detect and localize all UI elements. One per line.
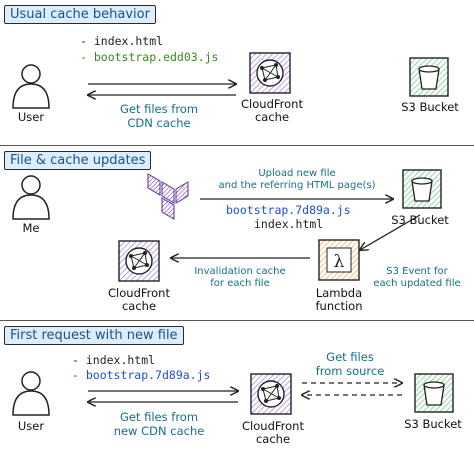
file-index-html: index.html (254, 217, 324, 231)
file-index-html: - index.html (80, 34, 164, 48)
lambda-icon: λ (318, 239, 360, 281)
cloudfront-label: CloudFront cache (242, 419, 304, 446)
file-bootstrap-old: - bootstrap.edd03.js (80, 50, 219, 64)
section-divider (0, 320, 474, 321)
cloudfront-icon (250, 373, 292, 415)
actor-user-label: User (17, 419, 45, 433)
note-upload: Upload new file and the referring HTML p… (218, 168, 376, 191)
terraform-icon (147, 173, 189, 220)
cloudfront-label: CloudFront cache (241, 97, 303, 124)
file-bootstrap-new: bootstrap.7d89a.js (226, 203, 351, 217)
actor-user-label: User (17, 110, 45, 124)
lambda-label: Lambda function (315, 286, 363, 313)
s3-bucket-label: S3 Bucket (401, 100, 459, 114)
note-get-files-source: Get files from source (315, 350, 385, 378)
section-divider (0, 145, 474, 146)
s3-event-arrow (360, 214, 421, 250)
person-icon (12, 64, 50, 109)
file-bootstrap-new: - bootstrap.7d89a.js (72, 368, 211, 382)
note-invalidation: Invalidation cache for each file (194, 266, 286, 289)
cloudfront-icon (118, 240, 160, 282)
person-icon (12, 175, 50, 220)
actor-me-label: Me (22, 221, 40, 235)
section-header-first: First request with new file (4, 326, 184, 345)
section-header-updates: File & cache updates (4, 151, 152, 170)
note-s3-event: S3 Event for each updated file (373, 266, 461, 289)
s3-bucket-icon (402, 169, 442, 209)
s3-bucket-label: S3 Bucket (404, 417, 462, 431)
s3-bucket-label: S3 Bucket (391, 213, 449, 227)
section-header-usual: Usual cache behavior (4, 5, 156, 24)
file-index-html: - index.html (72, 353, 156, 367)
s3-bucket-icon (414, 373, 454, 413)
cloudfront-icon (249, 52, 291, 94)
cloudfront-label: CloudFront cache (108, 286, 170, 313)
note-get-files-cdn: Get files from CDN cache (119, 102, 199, 130)
s3-bucket-icon (409, 57, 449, 97)
svg-text:λ: λ (334, 252, 345, 272)
person-icon (12, 371, 50, 416)
note-get-files-new-cdn: Get files from new CDN cache (113, 410, 205, 438)
